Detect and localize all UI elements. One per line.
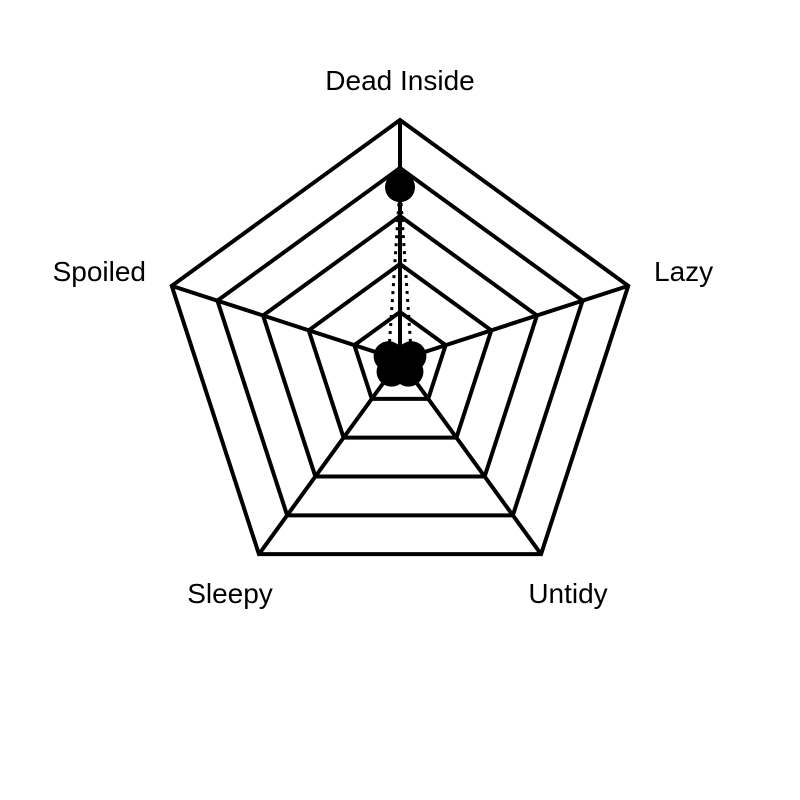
axis-spoke-4 — [257, 358, 402, 556]
data-point-1 — [385, 172, 415, 203]
grid-ring-2 — [306, 261, 494, 440]
axis-label-sleepy: Sleepy — [187, 578, 273, 609]
axis-labels: Dead Inside Lazy Untidy Sleepy Spoiled — [53, 65, 714, 609]
axis-spoke-2 — [399, 283, 629, 362]
axis-spoke-3 — [398, 358, 543, 556]
grid-ring-1 — [351, 309, 449, 401]
grid-ring-4 — [215, 165, 585, 518]
data-point-5 — [373, 341, 404, 372]
grid-ring-3 — [260, 213, 540, 479]
grid-ring-5 — [169, 117, 631, 557]
axis-label-lazy: Lazy — [654, 256, 713, 287]
radar-spokes — [171, 120, 629, 556]
radar-series — [373, 172, 427, 387]
axis-spoke-5 — [171, 283, 401, 362]
axis-label-untidy: Untidy — [528, 578, 607, 609]
axis-label-spoiled: Spoiled — [53, 256, 146, 287]
axis-label-dead-inside: Dead Inside — [325, 65, 474, 96]
radar-grid — [169, 117, 631, 557]
